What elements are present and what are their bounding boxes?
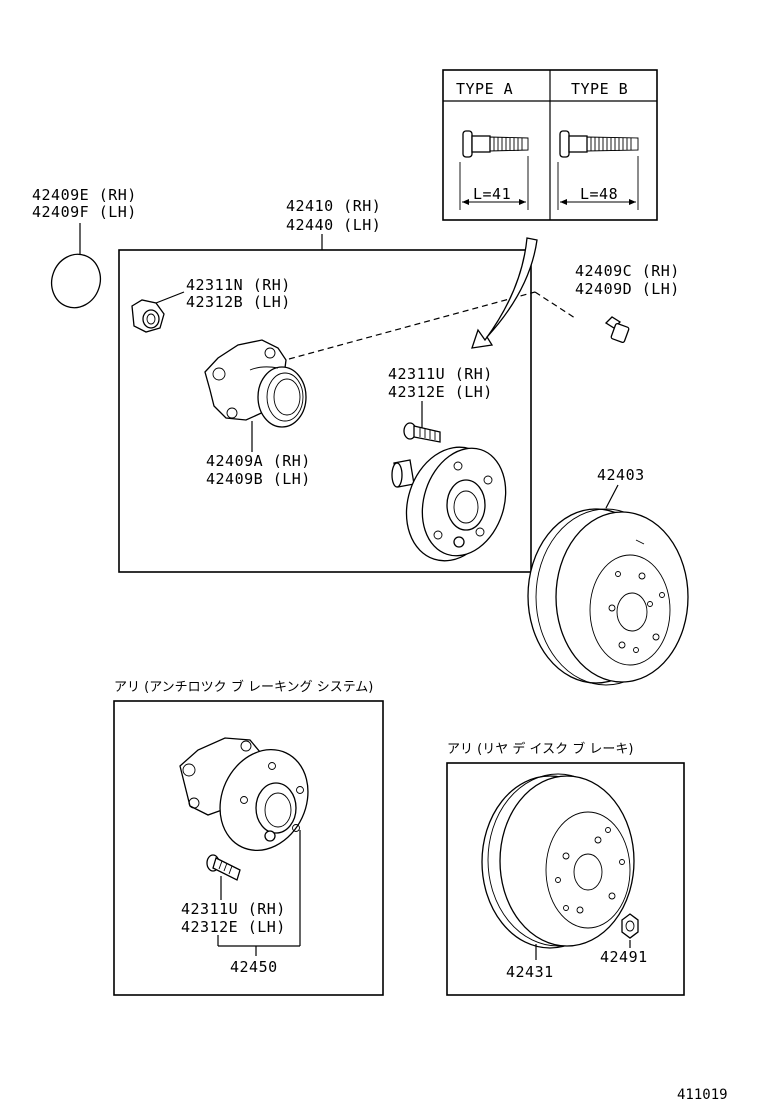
type-b-length-label: L=48	[580, 185, 618, 203]
stud-bolt-part	[403, 422, 441, 443]
type-a-stud-icon	[462, 130, 529, 158]
label-nut-rh: 42311N (RH)	[186, 276, 291, 294]
label-bearing-rh: 42409A (RH)	[206, 452, 311, 470]
label-oring-lh: 42409F (LH)	[32, 203, 137, 221]
dashed-leader-bolt	[288, 291, 536, 360]
label-stud-lh: 42312E (LH)	[388, 383, 493, 401]
abs-stud-part	[206, 854, 241, 881]
leader-drum	[605, 484, 619, 509]
label-disc: 42431	[506, 963, 554, 981]
label-stud-rh: 42311U (RH)	[388, 365, 493, 383]
leader-nut	[155, 291, 185, 304]
label-hub-lh: 42440 (LH)	[286, 216, 381, 234]
label-drum: 42403	[597, 466, 645, 484]
disc-nut-part	[621, 913, 639, 939]
label-nut-lh: 42312B (LH)	[186, 293, 291, 311]
leader-abs-hub	[217, 830, 301, 956]
abs-frame	[113, 700, 384, 996]
label-abs-stud-lh: 42312E (LH)	[181, 918, 286, 936]
label-abs-stud-rh: 42311U (RH)	[181, 900, 286, 918]
type-b-stud-icon	[559, 130, 639, 158]
dashed-leader-bolt-2	[534, 291, 576, 319]
type-a-header: TYPE A	[456, 80, 513, 98]
caption-abs: アリ (アンチロツク ブ レーキング システム)	[114, 679, 373, 695]
type-b-header: TYPE B	[571, 80, 628, 98]
label-abs-hub: 42450	[230, 958, 278, 976]
o-ring-part	[50, 253, 102, 309]
abs-hub-part	[179, 737, 309, 852]
brake-disc-part	[481, 773, 635, 949]
type-b-length-dimension	[557, 156, 639, 210]
label-hub-rh: 42410 (RH)	[286, 197, 381, 215]
hub-bolt-part	[604, 316, 630, 343]
label-bolt-lh: 42409D (LH)	[575, 280, 680, 298]
rear-disc-frame	[446, 762, 685, 996]
type-a-length-dimension	[459, 156, 529, 210]
label-oring-rh: 42409E (RH)	[32, 186, 137, 204]
stud-type-inset: TYPE A TYPE B L=41 L=4	[442, 69, 658, 221]
page-code: 411019	[677, 1087, 728, 1103]
hub-nut-part	[131, 299, 165, 333]
label-bearing-lh: 42409B (LH)	[206, 470, 311, 488]
label-bolt-rh: 42409C (RH)	[575, 262, 680, 280]
callout-arrow-icon	[471, 237, 538, 349]
label-disc-nut: 42491	[600, 948, 648, 966]
bearing-part	[204, 339, 307, 428]
caption-rear-disc: アリ (リヤ デ イスク ブ レーキ)	[447, 741, 633, 757]
type-a-length-label: L=41	[473, 185, 511, 203]
hub-assembly-frame	[118, 249, 532, 573]
brake-drum-part	[527, 508, 689, 686]
flange-hub-part	[391, 446, 507, 562]
